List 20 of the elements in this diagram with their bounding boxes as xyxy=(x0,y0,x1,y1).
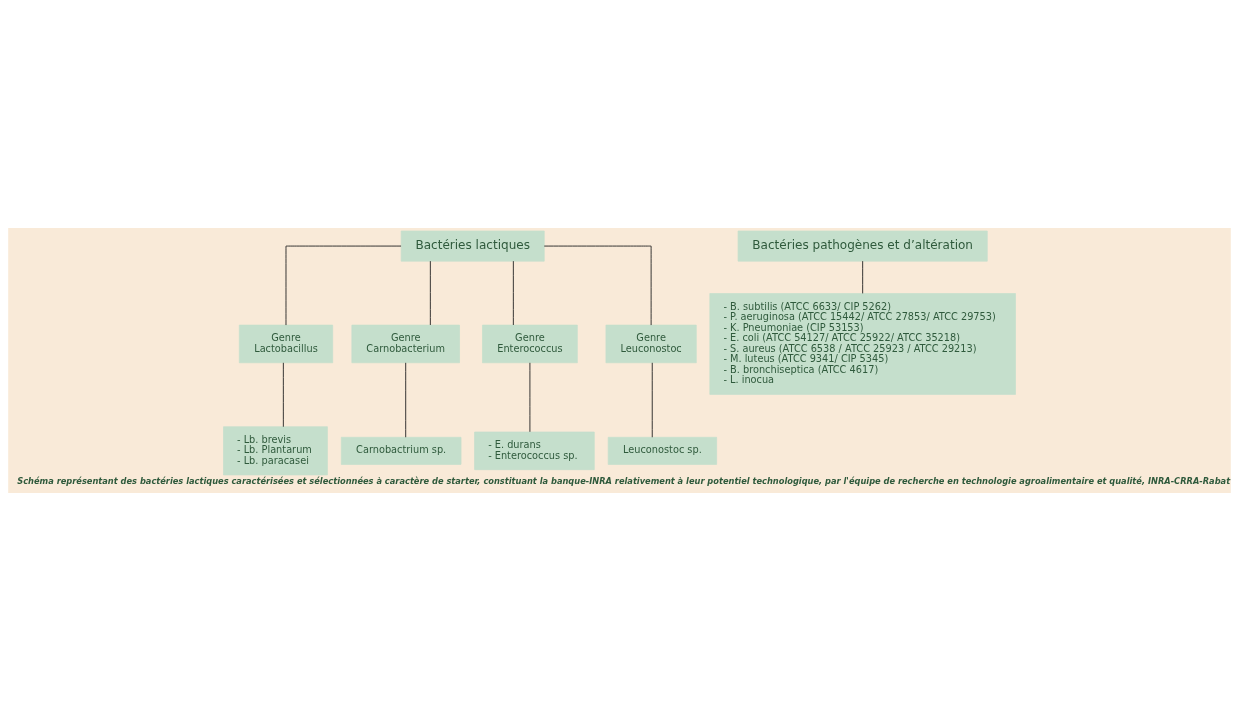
node-box: - B. subtilis (ATCC 6633/ CIP 5262) - P. aeruginosa (ATCC 15442/ ATCC 27853/ ATCC 29753) - K. Pneumoniae (CIP 53153) - E. coli (ATCC 54127/ ATCC 25922/ ATCC 35218) - S. aureus (ATCC 6538 / ATCC 25923 / ATCC 29213) - M. luteus (ATCC 9341/ CIP 5345) - B. bronchiseptica (ATCC 4617) - L. inocua xyxy=(709,292,1016,395)
node-box: Genre Enterococcus xyxy=(482,324,578,363)
node-box: - Lb. brevis - Lb. Plantarum - Lb. paracasei xyxy=(223,425,328,475)
connector xyxy=(543,245,652,325)
node-box: - E. durans - Enterococcus sp. xyxy=(474,431,595,470)
connector xyxy=(405,361,407,438)
node-box: Leuconostoc sp. xyxy=(607,436,717,465)
node-box: Bactéries pathogènes et d’altération xyxy=(737,230,988,261)
node-box: Genre Leuconostoc xyxy=(605,324,697,363)
connector xyxy=(512,260,514,325)
connector xyxy=(651,361,653,438)
connector xyxy=(282,361,284,427)
connector xyxy=(285,245,402,325)
node-box: Bactéries lactiques xyxy=(400,230,545,261)
caption: Schéma représentant des bactéries lactiques caractérisées et sélectionnées à caractère de starter, constituant la banque-INRA relativement à leur potentiel technologique, par l'équipe de recherche en technologie agroalimentaire et qualité, INRA-CRRA-Rabat xyxy=(17,475,1231,486)
node-box: Carnobactrium sp. xyxy=(340,436,462,465)
node-box: Genre Lactobacillus xyxy=(238,324,334,363)
connector xyxy=(862,260,864,294)
connector xyxy=(429,260,431,325)
node-box: Genre Carnobacterium xyxy=(351,324,460,363)
